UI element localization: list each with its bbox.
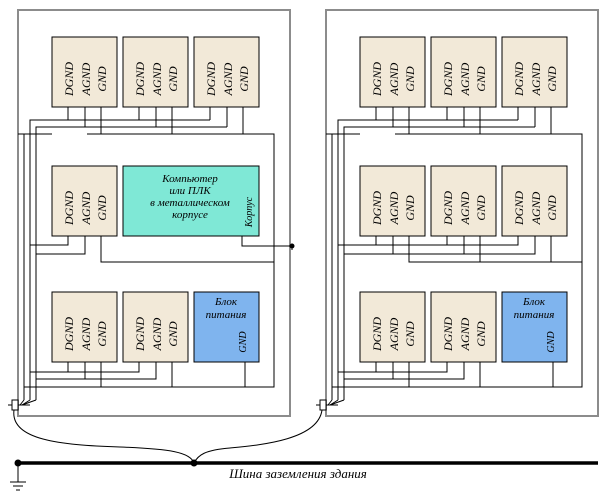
module-body: [122, 291, 189, 363]
terminal-agnd: AGND: [529, 62, 543, 96]
psu-line-1: Блок: [522, 296, 546, 308]
terminal-dgnd: DGND: [370, 191, 384, 226]
terminal-gnd: GND: [545, 66, 559, 92]
ground-bus-left-node: [14, 459, 22, 467]
terminal-dgnd: DGND: [62, 62, 76, 97]
terminal-gnd: GND: [95, 66, 109, 92]
terminal-gnd: GND: [166, 321, 180, 347]
wiring-left: [18, 107, 293, 400]
terminal-dgnd: DGND: [512, 191, 526, 226]
terminal-agnd: AGND: [458, 62, 472, 96]
terminal-agnd: AGND: [150, 62, 164, 96]
module-body: [193, 36, 260, 108]
terminal-gnd: GND: [545, 195, 559, 221]
module-body: [359, 165, 426, 237]
terminal-dgnd: DGND: [441, 191, 455, 226]
power-supply-box: Блок питания GND: [501, 291, 568, 363]
terminal-gnd: GND: [474, 195, 488, 221]
psu-line-2: питания: [514, 309, 555, 321]
terminal-agnd: AGND: [387, 62, 401, 96]
module-body: [122, 36, 189, 108]
module-body: [430, 165, 497, 237]
cabinet-left-frame: [17, 9, 291, 417]
terminal-gnd: GND: [166, 66, 180, 92]
terminal-dgnd: DGND: [133, 317, 147, 352]
ground-cable-left: [13, 409, 195, 464]
computer-case-label: Корпус: [244, 196, 255, 228]
wiring-right: [326, 107, 583, 400]
ground-stud-right: [316, 399, 345, 411]
computer-line-3: в металлическом: [150, 197, 230, 209]
terminal-dgnd: DGND: [441, 62, 455, 97]
terminal-dgnd: DGND: [441, 317, 455, 352]
terminal-agnd: AGND: [387, 191, 401, 225]
computer-line-1: Компьютер: [161, 173, 218, 185]
terminal-agnd: AGND: [150, 317, 164, 351]
terminal-gnd: GND: [474, 66, 488, 92]
cabinet-right-frame: [325, 9, 599, 417]
computer-line-4: корпусе: [172, 209, 208, 221]
junction-dot: [289, 243, 295, 249]
module-body: [359, 291, 426, 363]
psu-terminal-gnd: GND: [546, 331, 557, 353]
terminal-agnd: AGND: [387, 317, 401, 351]
terminal-agnd: AGND: [79, 191, 93, 225]
terminal-agnd: AGND: [221, 62, 235, 96]
terminal-dgnd: DGND: [370, 62, 384, 97]
psu-line-2: питания: [206, 309, 247, 321]
terminal-dgnd: DGND: [512, 62, 526, 97]
terminal-agnd: AGND: [529, 191, 543, 225]
terminal-gnd: GND: [403, 66, 417, 92]
terminal-dgnd: DGND: [62, 317, 76, 352]
ground-bus: Шина заземления здания: [10, 409, 598, 491]
module-body: [501, 165, 568, 237]
ground-stud-left: [8, 399, 37, 411]
terminal-agnd: AGND: [458, 317, 472, 351]
terminal-agnd: AGND: [79, 62, 93, 96]
terminal-dgnd: DGND: [204, 62, 218, 97]
terminal-dgnd: DGND: [370, 317, 384, 352]
computer-box: Компьютер или ПЛК в металлическом корпус…: [122, 165, 260, 237]
computer-line-2: или ПЛК: [169, 185, 211, 197]
terminal-gnd: GND: [237, 66, 251, 92]
module-body: [501, 36, 568, 108]
terminal-agnd: AGND: [458, 191, 472, 225]
ground-cable-right: [193, 409, 323, 464]
module-body: [51, 291, 118, 363]
ground-bus-junction: [190, 459, 198, 467]
terminal-gnd: GND: [95, 321, 109, 347]
power-supply-box: Блок питания GND: [193, 291, 260, 363]
psu-terminal-gnd: GND: [238, 331, 249, 353]
terminal-gnd: GND: [474, 321, 488, 347]
ground-bus-label: Шина заземления здания: [228, 466, 367, 481]
earth-ground-icon: [10, 466, 26, 491]
module-body: [51, 165, 118, 237]
psu-line-1: Блок: [214, 296, 238, 308]
terminal-dgnd: DGND: [62, 191, 76, 226]
terminal-agnd: AGND: [79, 317, 93, 351]
terminal-gnd: GND: [95, 195, 109, 221]
terminal-gnd: GND: [403, 321, 417, 347]
terminal-gnd: GND: [403, 195, 417, 221]
terminal-dgnd: DGND: [133, 62, 147, 97]
